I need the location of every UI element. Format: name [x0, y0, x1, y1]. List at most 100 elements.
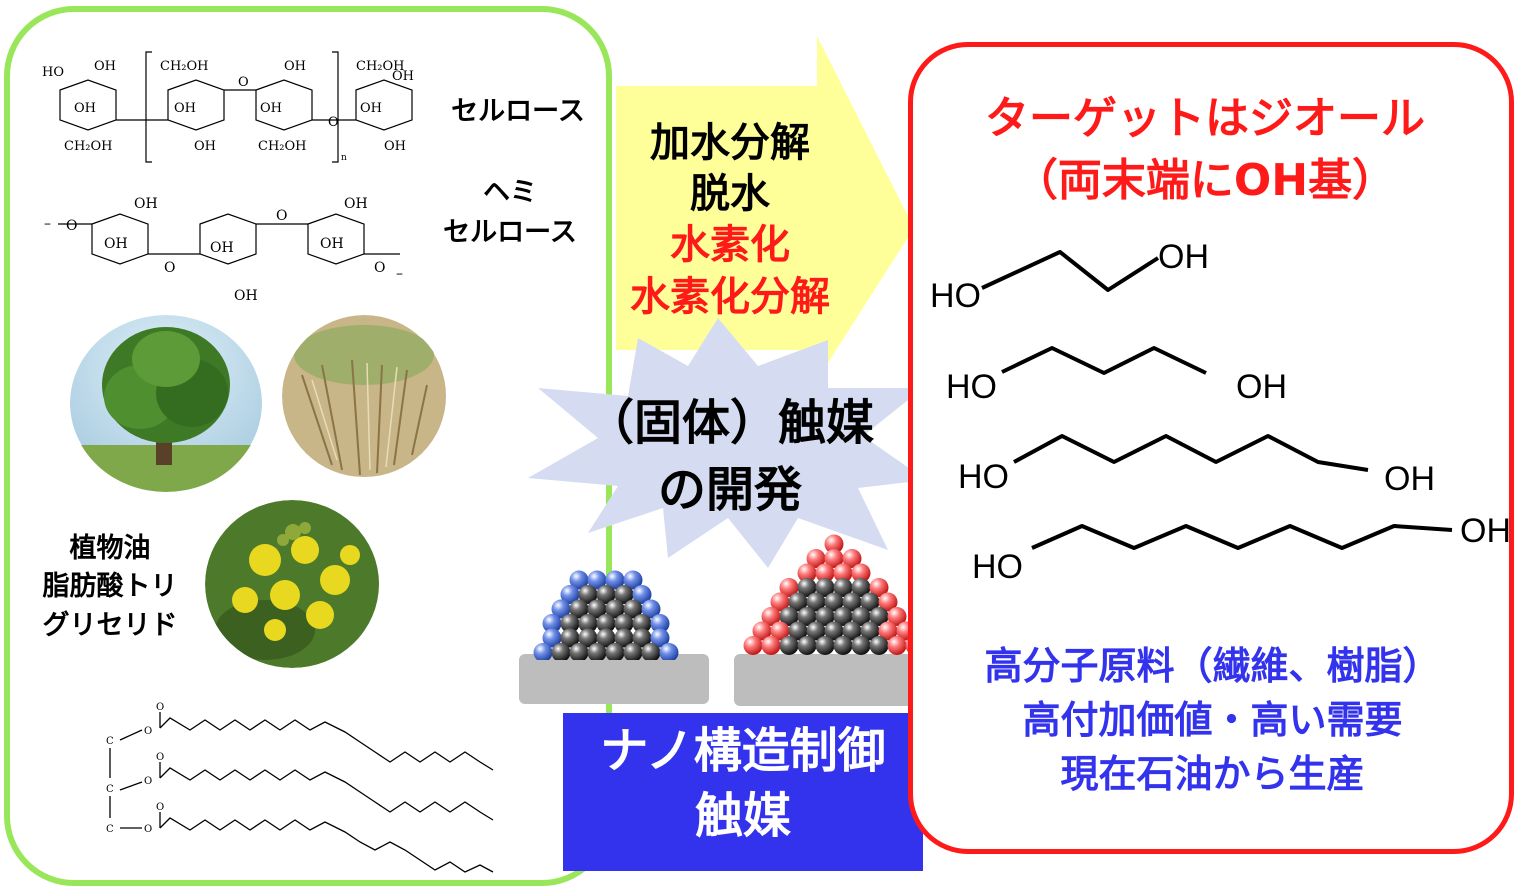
- metal-atom: [569, 599, 589, 619]
- metal-atom: [605, 599, 625, 619]
- svg-text:OH: OH: [74, 101, 96, 116]
- nano-line-1: ナノ構造制御: [600, 723, 886, 779]
- promoter-atom: [770, 621, 790, 641]
- target-panel: [908, 42, 1514, 854]
- promoter-atom: [833, 563, 853, 583]
- hemicellulose-label-line-2: セルロース: [443, 216, 577, 248]
- svg-text:OH: OH: [210, 240, 234, 256]
- nanoparticle-models: [533, 534, 925, 660]
- metal-atom: [797, 636, 817, 655]
- process-step-hydrolysis: 加水分解: [650, 120, 810, 166]
- metal-atom: [632, 614, 652, 633]
- svg-text:OH: OH: [344, 196, 368, 212]
- metal-atom: [815, 607, 835, 626]
- svg-text:O: O: [144, 726, 152, 737]
- svg-text:n: n: [341, 153, 347, 163]
- svg-text:OH: OH: [174, 101, 196, 116]
- svg-text:CH₂OH: CH₂OH: [64, 139, 113, 154]
- metal-atom: [779, 636, 799, 655]
- nano-line-2: 触媒: [694, 787, 791, 844]
- svg-text:HO: HO: [42, 65, 64, 80]
- svg-text:OH: OH: [194, 139, 216, 154]
- metal-atom: [851, 578, 871, 597]
- promoter-atom: [632, 585, 652, 604]
- svg-text:OH: OH: [360, 101, 382, 116]
- metal-atom: [851, 636, 871, 655]
- promoter-atom: [752, 621, 772, 641]
- svg-text:CH₂OH: CH₂OH: [258, 139, 307, 154]
- promoter-atom: [779, 578, 799, 597]
- catalyst-line-2: の開発: [657, 462, 802, 519]
- target-title-line-2: （両末端にOH基）: [1013, 154, 1397, 206]
- vegetable-oil-label-line-1: 植物油: [69, 533, 151, 564]
- metal-atom: [833, 607, 853, 626]
- promoter-atom: [815, 563, 835, 583]
- metal-atom: [806, 592, 826, 612]
- svg-text:OH: OH: [1158, 238, 1209, 276]
- svg-text:C: C: [106, 736, 114, 747]
- promoter-atom: [560, 585, 580, 604]
- promoter-atom: [761, 636, 781, 655]
- diol-structures: HO OH HO OH HO OH HO OH: [930, 238, 1511, 586]
- promoter-atom: [659, 643, 679, 660]
- promoter-atom: [878, 592, 898, 612]
- svg-text:O: O: [156, 802, 164, 813]
- svg-text:OH: OH: [234, 288, 258, 304]
- promoter-atom: [869, 578, 889, 597]
- svg-text:–: –: [396, 266, 403, 282]
- value-line-3: 現在石油から生産: [1060, 751, 1365, 796]
- tree-photo: [70, 315, 262, 492]
- metal-atom: [560, 614, 580, 633]
- cellulose-label: セルロース: [451, 96, 585, 127]
- process-step-hydrogenolysis: 水素化分解: [630, 273, 830, 320]
- svg-text:CH₂OH: CH₂OH: [356, 59, 405, 74]
- hemicellulose-label-line-1: ヘミ: [483, 177, 537, 208]
- svg-text:HO: HO: [930, 277, 981, 315]
- metal-atom: [833, 636, 853, 655]
- promoter-atom: [851, 563, 871, 583]
- svg-text:C: C: [106, 784, 114, 795]
- metal-atom: [623, 643, 643, 660]
- vegetable-oil-label-line-2: 脂肪酸トリ: [42, 571, 178, 603]
- process-step-hydrogenation: 水素化: [670, 222, 790, 269]
- promoter-atom: [587, 570, 607, 590]
- metal-atom: [806, 621, 826, 641]
- catalyst-burst: [528, 318, 926, 568]
- svg-text:OH: OH: [1460, 512, 1511, 550]
- promoter-atom: [605, 570, 625, 590]
- svg-text:O: O: [156, 702, 164, 713]
- rapeseed-photo: [205, 500, 379, 668]
- metal-atom: [797, 578, 817, 597]
- svg-text:C: C: [106, 824, 114, 835]
- target-title: ターゲットはジオール （両末端にOH基）: [935, 88, 1475, 211]
- promoter-atom: [878, 621, 898, 641]
- svg-text:OH: OH: [320, 236, 344, 252]
- metal-atom: [560, 628, 580, 648]
- process-arrow: [616, 36, 914, 380]
- straw-photo: [282, 315, 446, 477]
- metal-atom: [815, 578, 835, 597]
- metal-atom: [788, 592, 808, 612]
- vegetable-oil-label: 植物油 脂肪酸トリ グリセリド: [20, 530, 200, 645]
- svg-text:O: O: [156, 752, 164, 763]
- promoter-atom: [743, 636, 763, 655]
- catalyst-line-1: （固体）触媒: [585, 395, 874, 451]
- svg-text:–: –: [44, 216, 51, 232]
- metal-atom: [788, 621, 808, 641]
- promoter-atom: [824, 534, 844, 554]
- svg-text:OH: OH: [384, 139, 406, 154]
- svg-text:O: O: [144, 776, 152, 787]
- cellulose-structure: HO OH OH CH₂OH CH₂OH OH OH O OH OH CH₂OH…: [42, 51, 414, 163]
- triglyceride-structure: O O O O O O C C C: [106, 702, 494, 873]
- promoter-atom: [569, 570, 589, 590]
- metal-atom: [632, 628, 652, 648]
- promoter-atom: [542, 614, 562, 633]
- catalyst-development-text: （固体）触媒 の開発: [570, 390, 890, 524]
- diol-value-text: 高分子原料（繊維、樹脂） 高付加価値・高い需要 現在石油から生産: [935, 640, 1490, 802]
- promoter-atom: [650, 628, 670, 648]
- svg-text:OH: OH: [284, 59, 306, 74]
- catalyst-support-left: [519, 654, 709, 704]
- metal-atom: [596, 628, 616, 648]
- svg-text:O: O: [276, 208, 287, 224]
- metal-atom: [860, 621, 880, 641]
